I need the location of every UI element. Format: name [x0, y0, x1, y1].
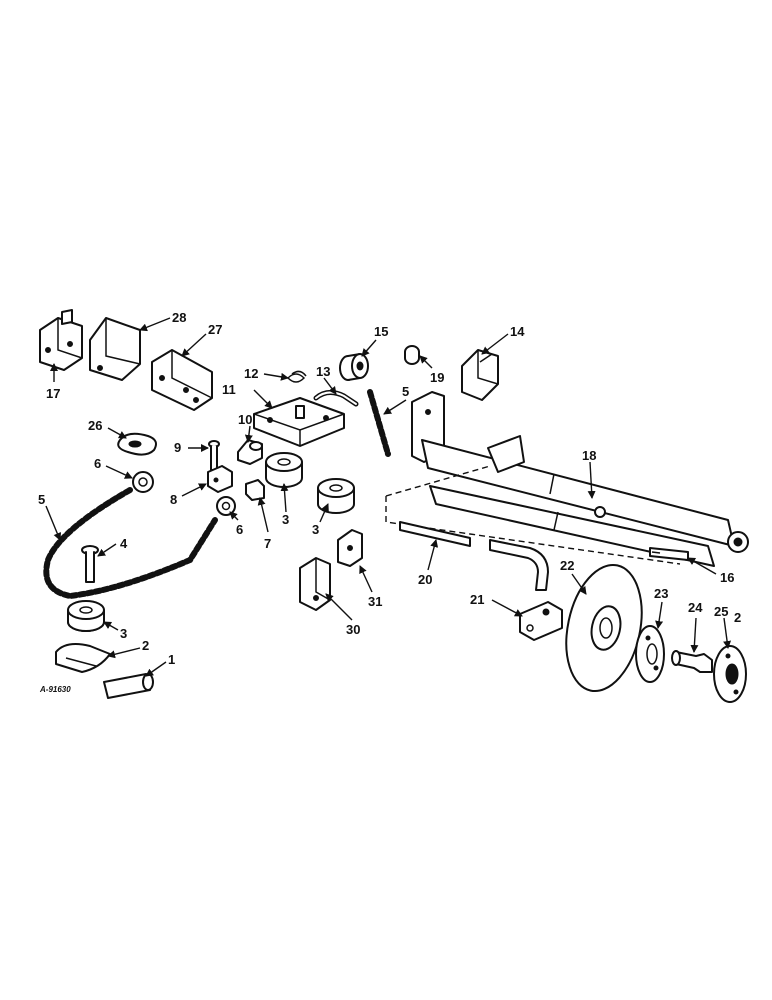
callout-4: 4: [120, 536, 128, 551]
spring-clip-12: [286, 370, 307, 383]
callout-23: 23: [654, 586, 668, 601]
pulley-15: [339, 353, 369, 381]
spindle-24: [671, 650, 713, 673]
drawing-reference: A-91630: [39, 685, 71, 694]
hinge-plate-27: [151, 349, 213, 411]
callout-3b: 3: [282, 512, 289, 527]
sleeve-1: [103, 673, 154, 699]
callout-2a: 2: [142, 638, 149, 653]
link-26: [117, 432, 157, 456]
callout-16: 16: [720, 570, 734, 585]
chain-5-center: [367, 389, 391, 457]
callout-28: 28: [172, 310, 186, 325]
bracket-14: [461, 349, 499, 401]
callout-21: 21: [470, 592, 484, 607]
callout-19: 19: [430, 370, 444, 385]
collar-10: [237, 439, 263, 465]
bracket-17: [39, 309, 83, 371]
bushing-19: [404, 345, 420, 365]
callout-5a: 5: [38, 492, 45, 507]
callout-18: 18: [582, 448, 596, 463]
roller-6-center: [216, 496, 236, 516]
callout-27: 27: [208, 322, 222, 337]
callouts: 17 28 27 26 6 5 4 3 2 1 9 8 10 6 7 3 3 1…: [38, 310, 741, 667]
pin-4: [81, 545, 99, 583]
callout-24: 24: [688, 600, 703, 615]
callout-12: 12: [244, 366, 258, 381]
callout-11: 11: [222, 382, 236, 397]
clamp-21: [519, 601, 563, 641]
disc-22: [565, 563, 643, 693]
assembly-outline: [385, 465, 681, 565]
callout-2b: 2: [734, 610, 741, 625]
callout-10: 10: [238, 412, 252, 427]
block-8: [207, 465, 233, 493]
bracket-28: [89, 317, 141, 381]
bolt-9: [208, 440, 220, 471]
callout-1: 1: [168, 652, 175, 667]
callout-7: 7: [264, 536, 271, 551]
callout-8: 8: [170, 492, 177, 507]
callout-3a: 3: [120, 626, 127, 641]
bracket-31: [337, 529, 363, 567]
clip-2-left: [55, 643, 111, 673]
bent-rod-13: [313, 390, 359, 407]
callout-15: 15: [374, 324, 388, 339]
callout-30: 30: [346, 622, 360, 637]
roller-3-lower: [67, 600, 105, 632]
callout-26: 26: [88, 418, 102, 433]
hub-23: [635, 625, 665, 683]
callout-17: 17: [46, 386, 60, 401]
callout-3c: 3: [312, 522, 319, 537]
callout-6a: 6: [94, 456, 101, 471]
callout-20: 20: [418, 572, 432, 587]
block-7: [245, 479, 265, 501]
plate-11: [253, 397, 345, 447]
leader-lines: [45, 317, 732, 677]
callout-5b: 5: [402, 384, 409, 399]
callout-6b: 6: [236, 522, 243, 537]
chain-5-left: [43, 487, 218, 600]
frame-18: [411, 391, 749, 567]
callout-14: 14: [510, 324, 525, 339]
roller-6-left: [132, 471, 154, 493]
roller-3-right: [317, 478, 355, 514]
callout-13: 13: [316, 364, 330, 379]
callout-25: 25: [714, 604, 728, 619]
callout-9: 9: [174, 440, 181, 455]
callout-31: 31: [368, 594, 382, 609]
roller-3-center: [265, 452, 303, 488]
bracket-30: [299, 557, 331, 611]
hub-flange-25: [713, 645, 747, 703]
callout-22: 22: [560, 558, 574, 573]
crank-axle-20: [399, 521, 549, 591]
